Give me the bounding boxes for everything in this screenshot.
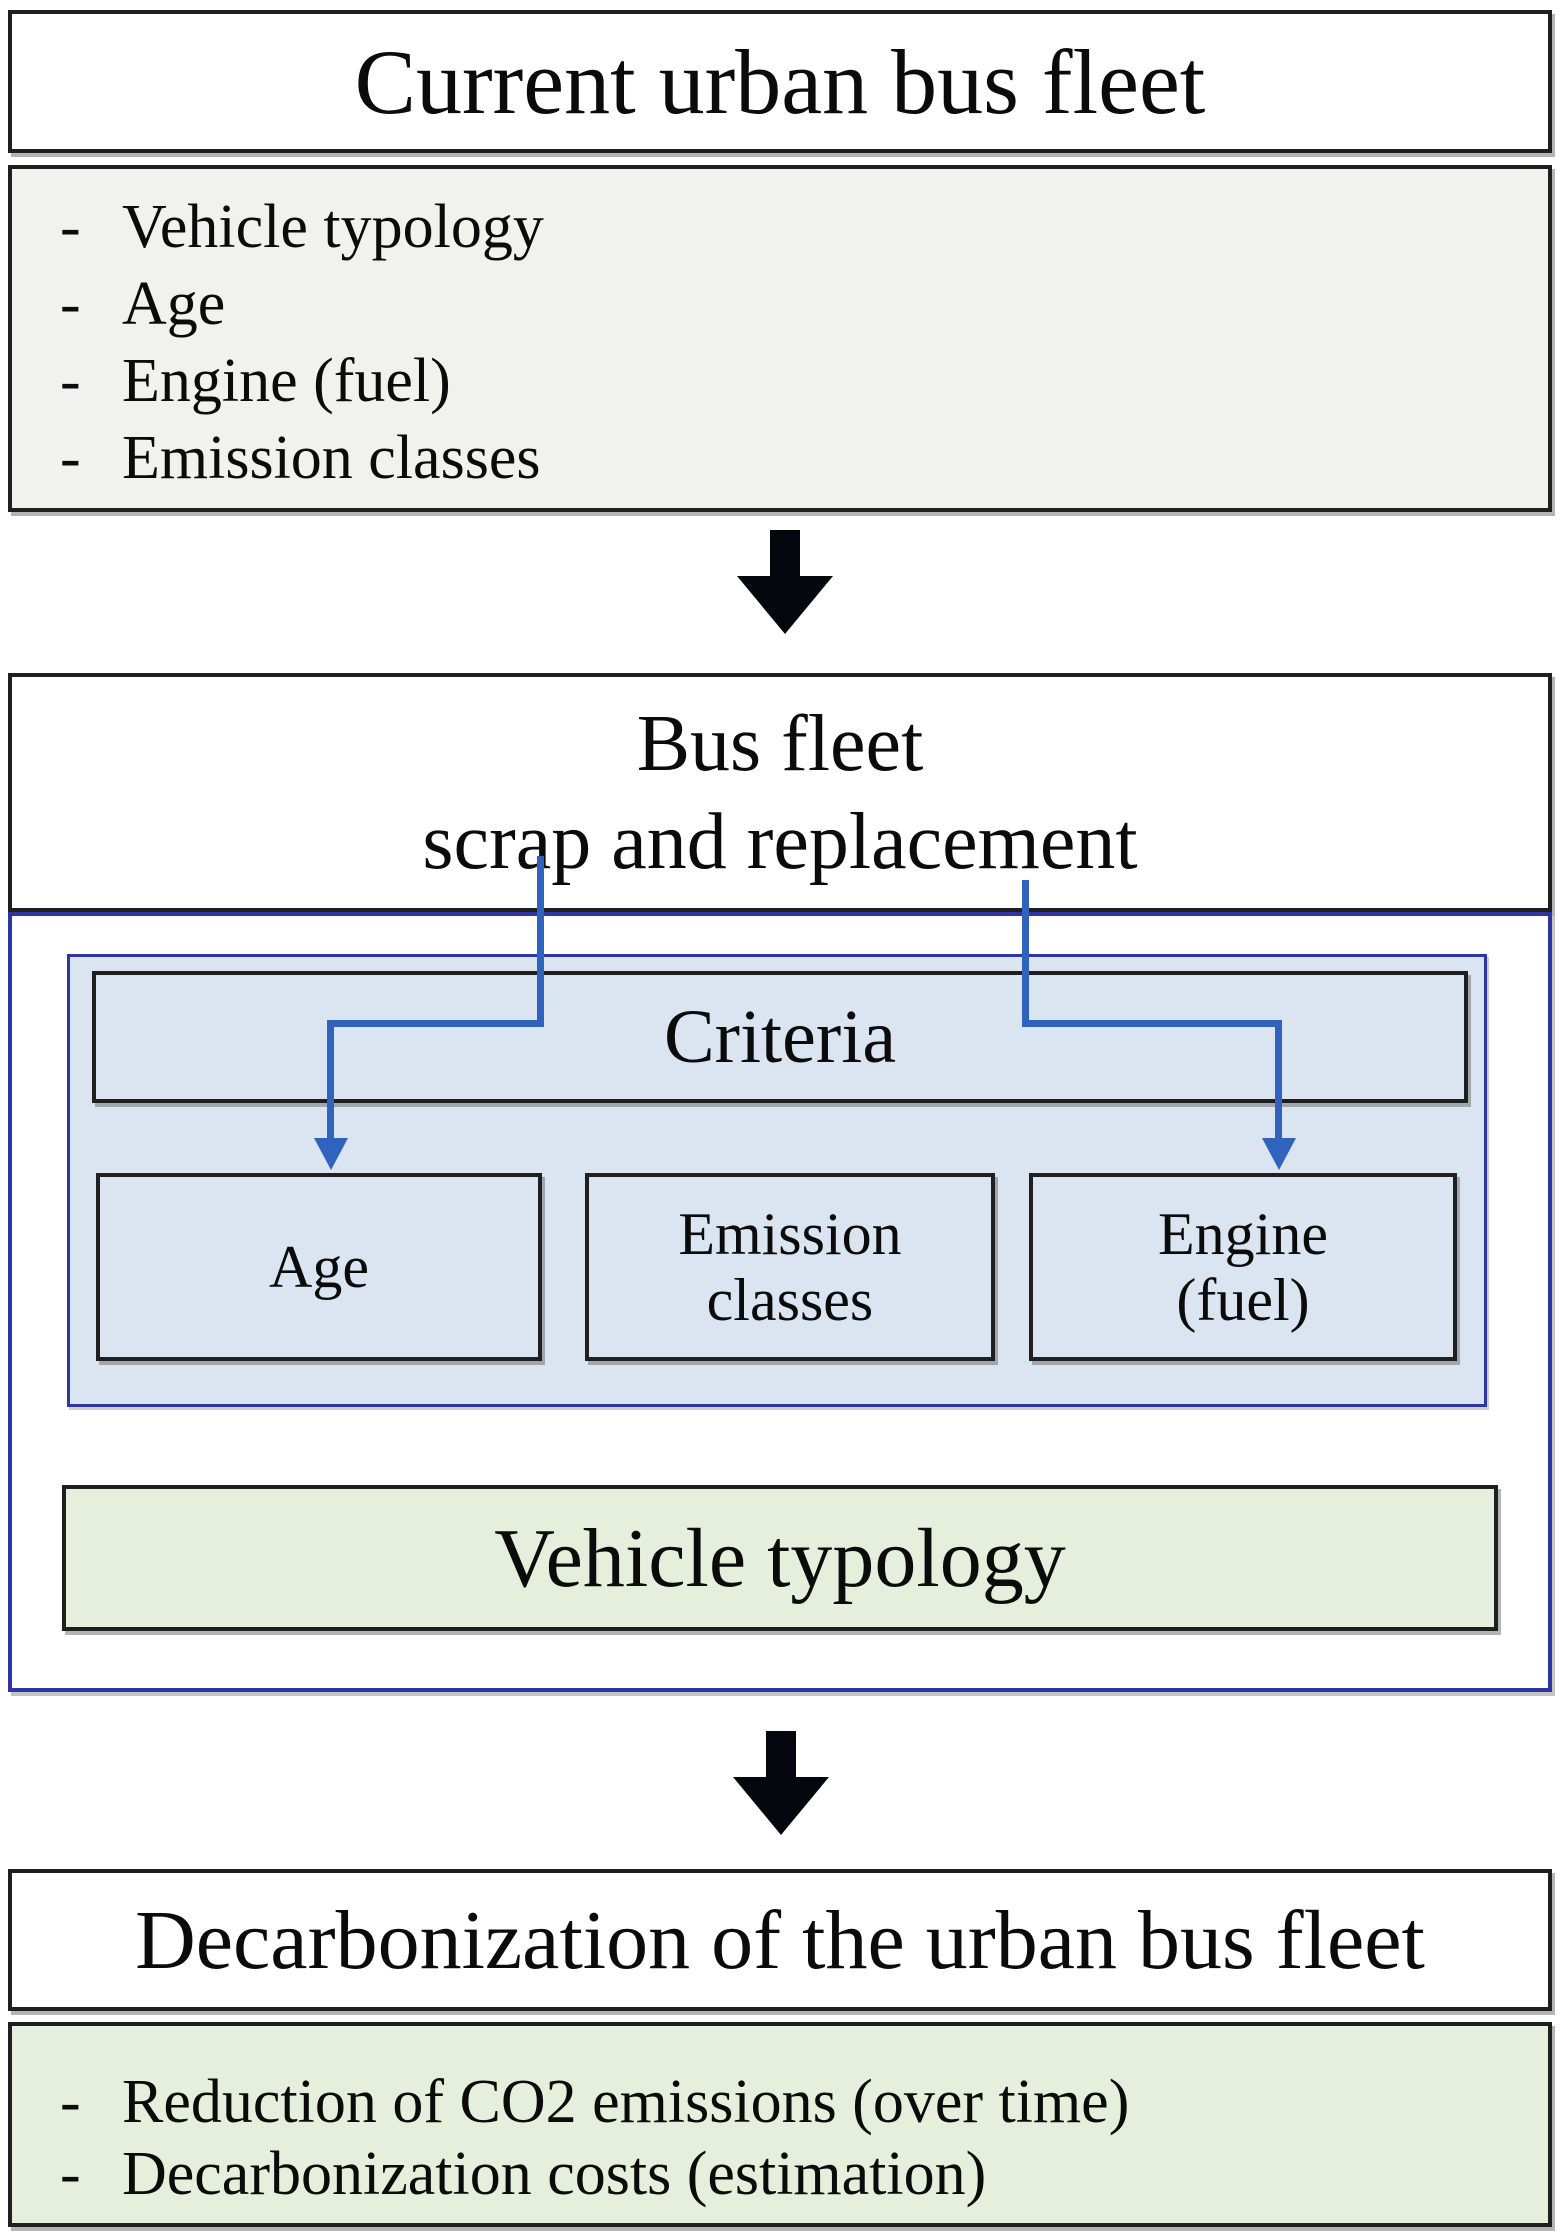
connector-arrowhead-icon bbox=[1262, 1138, 1296, 1170]
criteria-box-emission-classes-label: Emission classes bbox=[678, 1201, 902, 1333]
down-arrow-icon bbox=[737, 530, 833, 634]
list-item-label: Decarbonization costs (estimation) bbox=[122, 2139, 987, 2208]
decarbonization-title: Decarbonization of the urban bus fleet bbox=[135, 1893, 1425, 1987]
criteria-box-emission-classes: Emission classes bbox=[585, 1173, 995, 1361]
decarbonization-title-box: Decarbonization of the urban bus fleet bbox=[8, 1869, 1552, 2011]
down-arrow-head bbox=[737, 576, 833, 634]
criteria-box-engine-fuel: Engine (fuel) bbox=[1029, 1173, 1457, 1361]
connector-arrowhead-icon bbox=[314, 1138, 348, 1170]
down-arrow-icon bbox=[733, 1731, 829, 1835]
current-fleet-title-box: Current urban bus fleet bbox=[8, 10, 1552, 153]
bus-fleet-title-line1: Bus fleet bbox=[636, 700, 924, 788]
criteria-header-label: Criteria bbox=[663, 994, 897, 1079]
criteria-box-age-label: Age bbox=[269, 1234, 369, 1300]
vehicle-typology-box: Vehicle typology bbox=[62, 1485, 1498, 1631]
bullet-dash: - bbox=[60, 2139, 81, 2208]
vehicle-typology-label: Vehicle typology bbox=[494, 1511, 1066, 1605]
current-fleet-attributes-box: - Vehicle typology - Age - Engine (fuel)… bbox=[8, 165, 1552, 512]
bullet-dash: - bbox=[60, 347, 81, 415]
connector-segment bbox=[1022, 880, 1029, 1027]
connector-segment bbox=[1275, 1027, 1282, 1140]
connector-segment bbox=[327, 1027, 334, 1140]
current-fleet-title: Current urban bus fleet bbox=[354, 30, 1206, 133]
list-item-label: Engine (fuel) bbox=[122, 347, 451, 415]
list-item: - Decarbonization costs (estimation) bbox=[12, 2138, 1548, 2210]
list-item: - Vehicle typology bbox=[12, 189, 1548, 266]
down-arrow-stem bbox=[766, 1731, 796, 1777]
bus-fleet-title-box: Bus fleet scrap and replacement bbox=[8, 673, 1552, 912]
connector-segment bbox=[1022, 1020, 1282, 1027]
criteria-box-engine-fuel-label: Engine (fuel) bbox=[1158, 1201, 1328, 1333]
down-arrow-head bbox=[733, 1777, 829, 1835]
list-item: - Reduction of CO2 emissions (over time) bbox=[12, 2066, 1548, 2138]
bullet-dash: - bbox=[60, 424, 81, 492]
list-item-label: Reduction of CO2 emissions (over time) bbox=[122, 2067, 1130, 2136]
bullet-dash: - bbox=[60, 2067, 81, 2136]
decarbonization-outputs-box: - Reduction of CO2 emissions (over time)… bbox=[8, 2022, 1552, 2227]
criteria-header-box: Criteria bbox=[92, 971, 1468, 1103]
list-item: - Age bbox=[12, 266, 1548, 343]
criteria-box-age: Age bbox=[96, 1173, 542, 1361]
list-item: - Engine (fuel) bbox=[12, 343, 1548, 420]
connector-segment bbox=[327, 1020, 544, 1027]
list-item-label: Emission classes bbox=[122, 424, 541, 492]
bullet-dash: - bbox=[60, 270, 81, 338]
connector-segment bbox=[537, 856, 544, 1027]
bullet-dash: - bbox=[60, 193, 81, 261]
bus-fleet-title-line2: scrap and replacement bbox=[422, 798, 1138, 886]
down-arrow-stem bbox=[770, 530, 800, 576]
list-item: - Emission classes bbox=[12, 420, 1548, 497]
list-item-label: Vehicle typology bbox=[122, 193, 544, 261]
list-item-label: Age bbox=[122, 270, 226, 338]
